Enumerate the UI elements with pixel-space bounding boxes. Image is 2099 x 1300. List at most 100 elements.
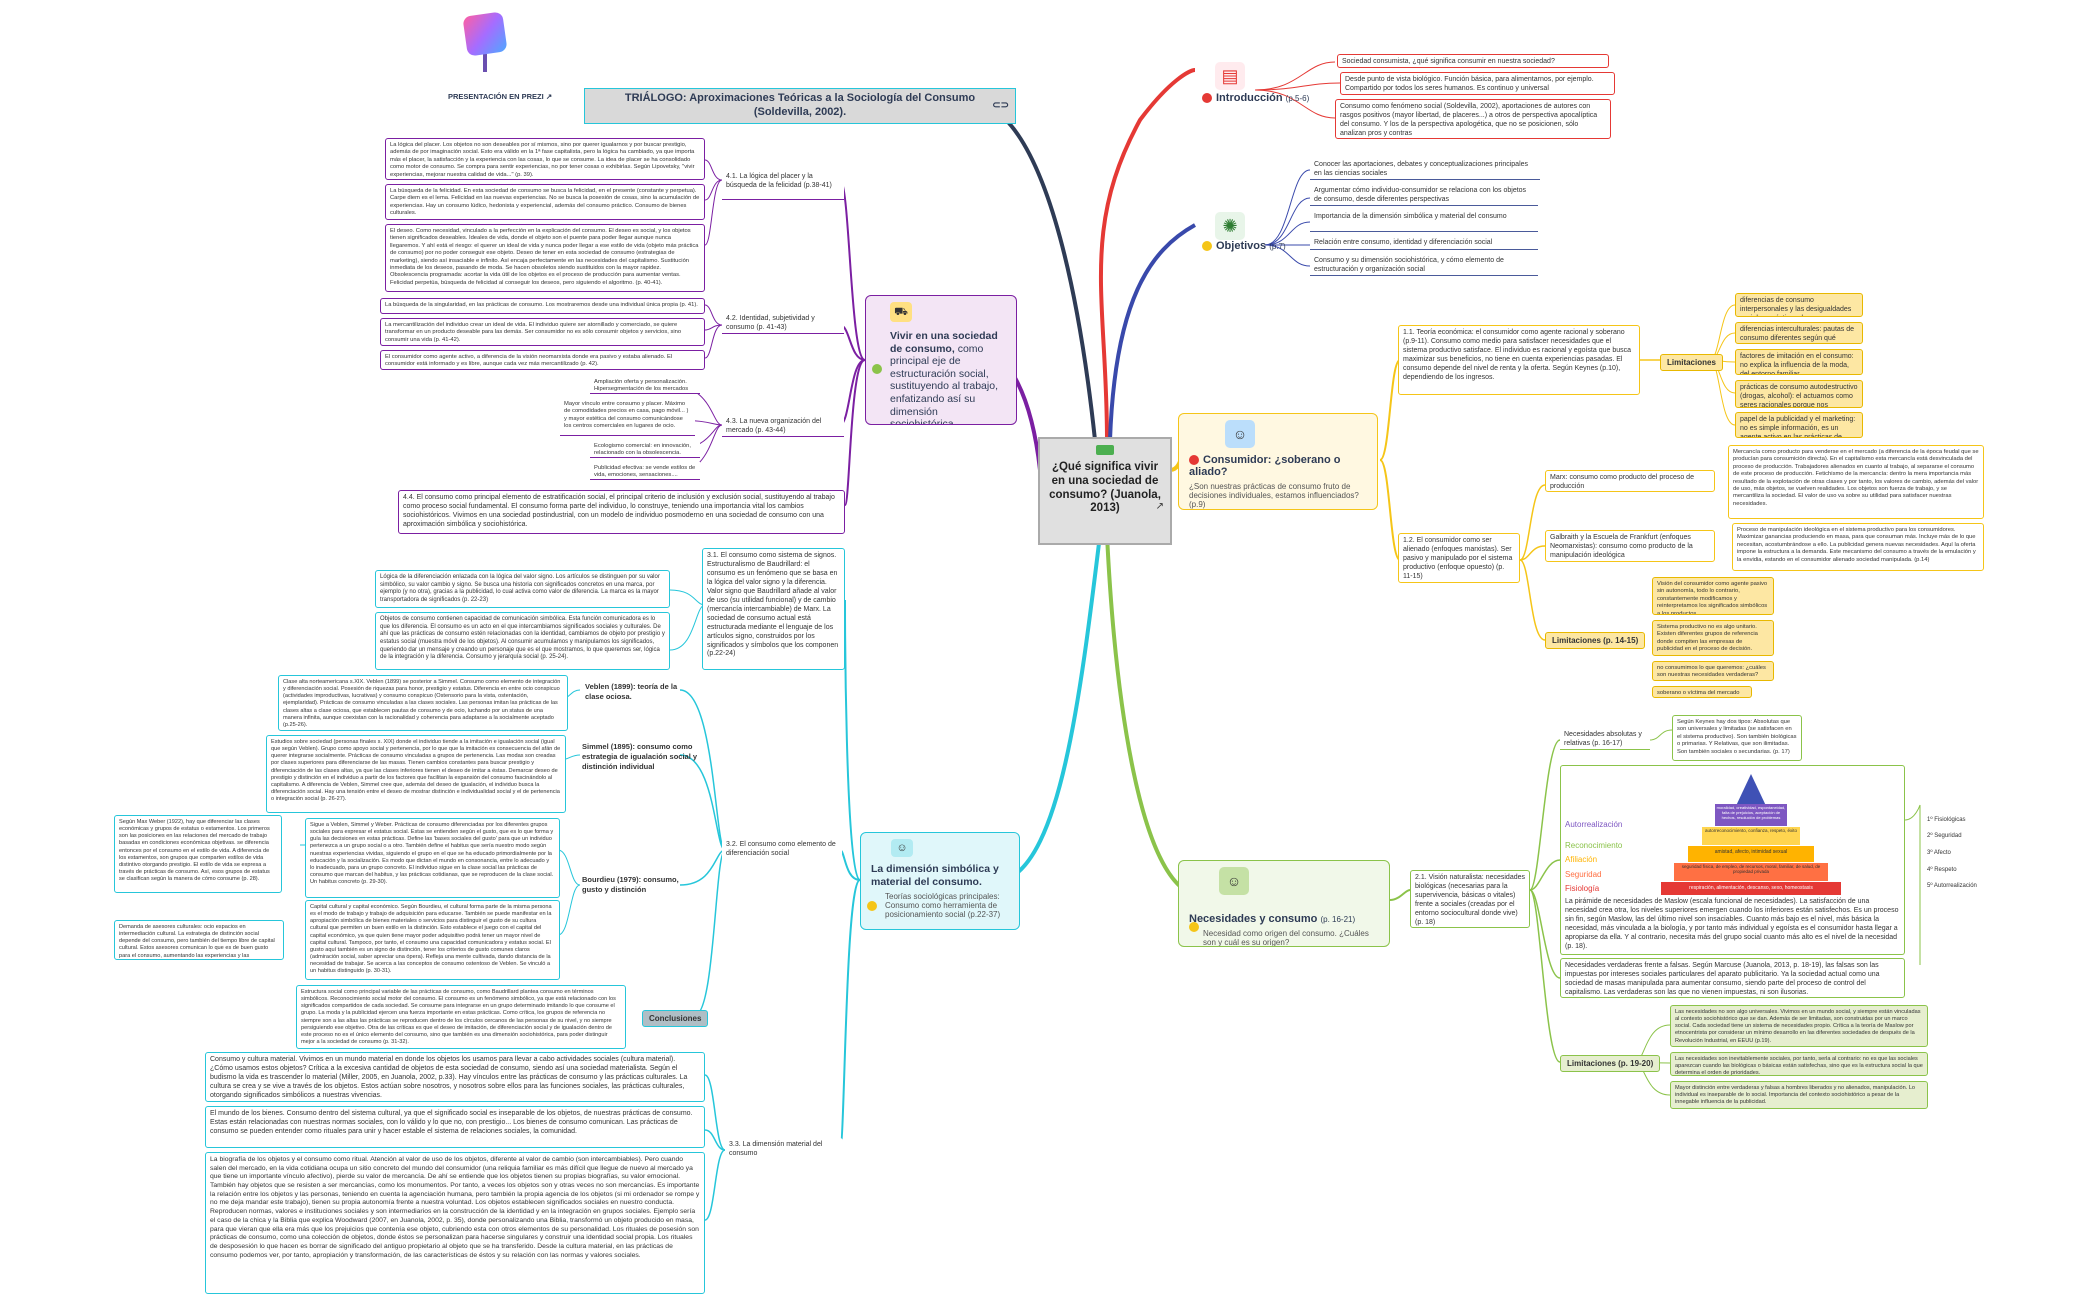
topic-4-2[interactable]: 4.2. Identidad, subjetividad y consumo (… <box>722 312 844 334</box>
number-badge <box>872 364 882 374</box>
pyramid-right-label: 3º Afecto <box>1927 850 1951 856</box>
limit-item[interactable]: diferencias de consumo interpersonales y… <box>1735 293 1863 317</box>
obj-item[interactable]: Relación entre consumo, identidad y dife… <box>1310 236 1538 250</box>
present-label[interactable]: PRESENTACIÓN EN PREZI ↗ <box>448 92 553 101</box>
pyramid-level: moralidad, creatividad, espontaneidad, f… <box>1715 804 1787 826</box>
frankfurt-text[interactable]: Proceso de manipulación ideológica en el… <box>1732 523 1984 571</box>
limit-item[interactable]: Mayor distinción entre verdaderas y fals… <box>1670 1081 1928 1109</box>
detail-3-1a[interactable]: Lógica de la diferenciación enlazada con… <box>375 570 670 608</box>
external-link-icon: ↗ <box>1155 501 1164 512</box>
detail-4-2b[interactable]: La mercantilización del individuo crear … <box>380 318 705 346</box>
detail-3-3c[interactable]: La biografía de los objetos y el consumo… <box>205 1152 705 1294</box>
cart-icon: ⛟ <box>890 302 912 322</box>
frankfurt-node[interactable]: Galbraith y la Escuela de Frankfurt (enf… <box>1545 530 1715 562</box>
branch-consumidor[interactable]: ☺ Consumidor: ¿soberano o aliado? ¿Son n… <box>1178 413 1378 510</box>
topic-1-2[interactable]: 1.2. El consumidor como ser alienado (en… <box>1398 533 1520 583</box>
topic-3-3[interactable]: 3.3. La dimensión material del consumo <box>725 1138 843 1160</box>
detail-4-1c[interactable]: El deseo. Como necesidad, vinculado a la… <box>385 224 705 292</box>
intro-item[interactable]: Desde punto de vista biológico. Función … <box>1340 72 1615 95</box>
detail-4-2a[interactable]: La búsqueda de la singularidad, en las p… <box>380 298 705 314</box>
topic-3-1[interactable]: 3.1. El consumo como sistema de signos. … <box>702 548 845 670</box>
limit-item[interactable]: Las necesidades no son algo universales.… <box>1670 1005 1928 1047</box>
detail-4-1a[interactable]: La lógica del placer. Los objetos no son… <box>385 138 705 180</box>
detail-4-2c[interactable]: El consumidor como agente activo, a dife… <box>380 350 705 370</box>
detail-4-3a[interactable]: Ampliación oferta y personalización. Hip… <box>590 376 700 394</box>
limitaciones-1-2[interactable]: Limitaciones (p. 14-15) <box>1545 632 1646 649</box>
limit-item[interactable]: Las necesidades son inevitablemente soci… <box>1670 1052 1928 1076</box>
verdaderas-text[interactable]: Necesidades verdaderas frente a falsas. … <box>1560 958 1905 998</box>
conclusiones-tag[interactable]: Conclusiones <box>642 1010 709 1027</box>
detail-3-3b[interactable]: El mundo de los bienes. Consumo dentro d… <box>205 1106 705 1148</box>
topic-4-4[interactable]: 4.4. El consumo como principal elemento … <box>398 490 845 534</box>
money-icon <box>1096 445 1114 455</box>
limit-item[interactable]: soberano o víctima del mercado <box>1652 686 1752 698</box>
intro-item[interactable]: Consumo como fenómeno social (Soldevilla… <box>1335 99 1611 139</box>
pyramid-shape: moralidad, creatividad, espontaneidad, f… <box>1661 774 1841 896</box>
limitaciones-1-1[interactable]: Limitaciones <box>1660 354 1723 371</box>
branch-dimension-simbolica[interactable]: ☺ La dimensión simbólica y material del … <box>860 832 1020 930</box>
intro-label[interactable]: Introducción (p.5-6) <box>1202 92 1309 104</box>
status-dot <box>1202 93 1212 104</box>
keynes-text[interactable]: Según Keynes hay dos tipos: Absolutas qu… <box>1672 715 1802 761</box>
limit-item[interactable]: diferencias interculturales: pautas de c… <box>1735 322 1863 344</box>
limit-item[interactable]: papel de la publicidad y el marketing: n… <box>1735 412 1863 438</box>
simmel-text[interactable]: Estudios sobre sociedad (personas finale… <box>266 735 566 813</box>
topic-4-1[interactable]: 4.1. La lógica del placer y la búsqueda … <box>722 170 844 200</box>
people-icon: ☺ <box>1219 867 1249 895</box>
branch-vivir-sociedad[interactable]: ⛟ Vivir en una sociedad de consumo, como… <box>865 295 1017 425</box>
pyramid-label: Seguridad <box>1565 870 1602 879</box>
simmel-node[interactable]: Simmel (1895): consumo como estrategia d… <box>582 742 698 771</box>
maslow-text[interactable]: La pirámide de necesidades de Maslow (es… <box>1560 895 1905 955</box>
pyramid-label: Afiliación <box>1565 855 1598 864</box>
limit-item[interactable]: factores de imitación en el consumo: no … <box>1735 349 1863 375</box>
topic-1-1[interactable]: 1.1. Teoría económica: el consumidor com… <box>1398 325 1640 395</box>
number-badge <box>1189 455 1199 466</box>
asesores-text[interactable]: Demanda de asesores culturales: ocio esp… <box>114 920 284 960</box>
weber-text[interactable]: Según Max Weber (1922), hay que diferenc… <box>114 815 282 893</box>
marx-text[interactable]: Mercancía como producto para venderse en… <box>1728 445 1984 519</box>
conclusiones-text[interactable]: Estructura social como principal variabl… <box>296 985 626 1049</box>
bourdieu-text-a[interactable]: Sigue a Veblen, Simmel y Weber. Práctica… <box>305 818 560 898</box>
bourdieu-text-b[interactable]: Capital cultural y capital económico. Se… <box>305 900 560 980</box>
intro-item[interactable]: Sociedad consumista, ¿qué significa cons… <box>1337 54 1609 68</box>
marx-node[interactable]: Marx: consumo como producto del proceso … <box>1545 470 1715 492</box>
obj-item[interactable]: Importancia de la dimensión simbólica y … <box>1310 210 1538 232</box>
limit-item[interactable]: prácticas de consumo autodestructivo (dr… <box>1735 380 1863 408</box>
limitaciones-2[interactable]: Limitaciones (p. 19-20) <box>1560 1055 1661 1072</box>
detail-3-3a[interactable]: Consumo y cultura material. Vivimos en u… <box>205 1052 705 1102</box>
pyramid-right-label: 5º Autorrealización <box>1927 883 1977 889</box>
number-badge <box>1189 922 1199 932</box>
topic-4-3[interactable]: 4.3. La nueva organización del mercado (… <box>722 415 844 437</box>
maslow-pyramid: moralidad, creatividad, espontaneidad, f… <box>1560 765 1905 898</box>
absolutas-node[interactable]: Necesidades absolutas y relativas (p. 16… <box>1560 728 1650 750</box>
central-topic[interactable]: ¿Qué significa vivir en una sociedad de … <box>1038 437 1172 545</box>
detail-4-3b[interactable]: Mayor vínculo entre consumo y placer. Má… <box>560 398 695 436</box>
detail-3-1b[interactable]: Objetos de consumo contienen capacidad d… <box>375 612 670 670</box>
people-icon: ☺ <box>891 839 913 857</box>
branch-necesidades[interactable]: ☺ Necesidades y consumo (p. 16-21) Neces… <box>1178 860 1390 947</box>
status-dot <box>1202 241 1212 252</box>
limit-item[interactable]: no consumimos lo que queremos: ¿cuáles s… <box>1652 661 1774 681</box>
obj-item[interactable]: Conocer las aportaciones, debates y conc… <box>1310 158 1540 180</box>
bourdieu-node[interactable]: Bourdieu (1979): consumo, gusto y distin… <box>582 875 679 894</box>
topic-2-1[interactable]: 2.1. Visión naturalista: necesidades bio… <box>1410 870 1530 928</box>
limit-item[interactable]: Visión del consumidor como agente pasivo… <box>1652 577 1774 615</box>
prezi-app-icon[interactable] <box>462 11 508 76</box>
pyramid-right-label: 2º Seguridad <box>1927 833 1962 839</box>
pyramid-level: autorreconocimiento, confianza, respeto,… <box>1702 827 1800 845</box>
topic-3-2[interactable]: 3.2. El consumo como elemento de diferen… <box>722 838 842 862</box>
limit-item[interactable]: Sistema productivo no es algo unitario. … <box>1652 620 1774 656</box>
link-icon: ⊂⊃ <box>992 100 1009 111</box>
detail-4-3c[interactable]: Ecologismo comercial: en innovación, rel… <box>590 440 700 458</box>
trialogo-title[interactable]: TRIÁLOGO: Aproximaciones Teóricas a la S… <box>584 88 1016 124</box>
pyramid-label: Reconocimiento <box>1565 841 1623 850</box>
detail-4-1b[interactable]: La búsqueda de la felicidad. En esta soc… <box>385 184 705 220</box>
obj-item[interactable]: Argumentar cómo individuo-consumidor se … <box>1310 184 1538 206</box>
detail-4-3d[interactable]: Publicidad efectiva: se vende estilos de… <box>590 462 700 480</box>
veblen-text[interactable]: Clase alta norteamericana s.XIX. Veblen … <box>278 675 568 731</box>
veblen-node[interactable]: Veblen (1899): teoría de la clase ociosa… <box>585 682 678 701</box>
obj-label[interactable]: Objetivos (p.7) <box>1202 240 1286 252</box>
pyramid-level: amistad, afecto, intimidad sexual <box>1688 846 1814 862</box>
obj-item[interactable]: Consumo y su dimensión sociohistórica, y… <box>1310 254 1538 276</box>
